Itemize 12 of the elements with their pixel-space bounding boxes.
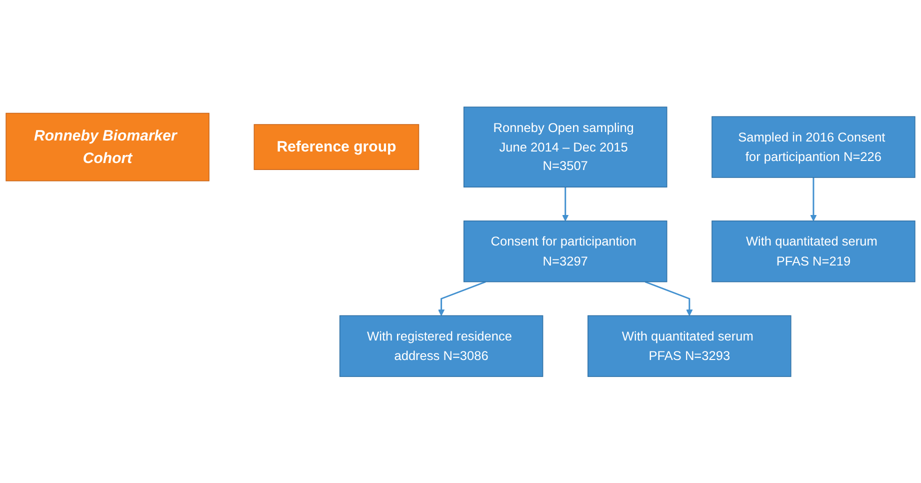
arrow [644, 280, 693, 316]
node-box: Consent for participantion N=3297 [463, 220, 668, 282]
node-box: Reference group [254, 124, 420, 170]
arrow [810, 177, 817, 221]
node-box: With quantitated serum PFAS N=3293 [588, 315, 792, 377]
node-box: Ronneby Open sampling June 2014 – Dec 2015 N=3507 [463, 106, 668, 188]
node-box: With registered residence address N=3086 [339, 315, 544, 377]
node-box: Ronneby Biomarker Cohort [6, 112, 210, 181]
node-box: With quantitated serum PFAS N=219 [712, 220, 916, 282]
node-box: Sampled in 2016 Consent for participantion N=226 [712, 116, 916, 178]
arrow [562, 186, 569, 221]
arrow [438, 280, 486, 316]
